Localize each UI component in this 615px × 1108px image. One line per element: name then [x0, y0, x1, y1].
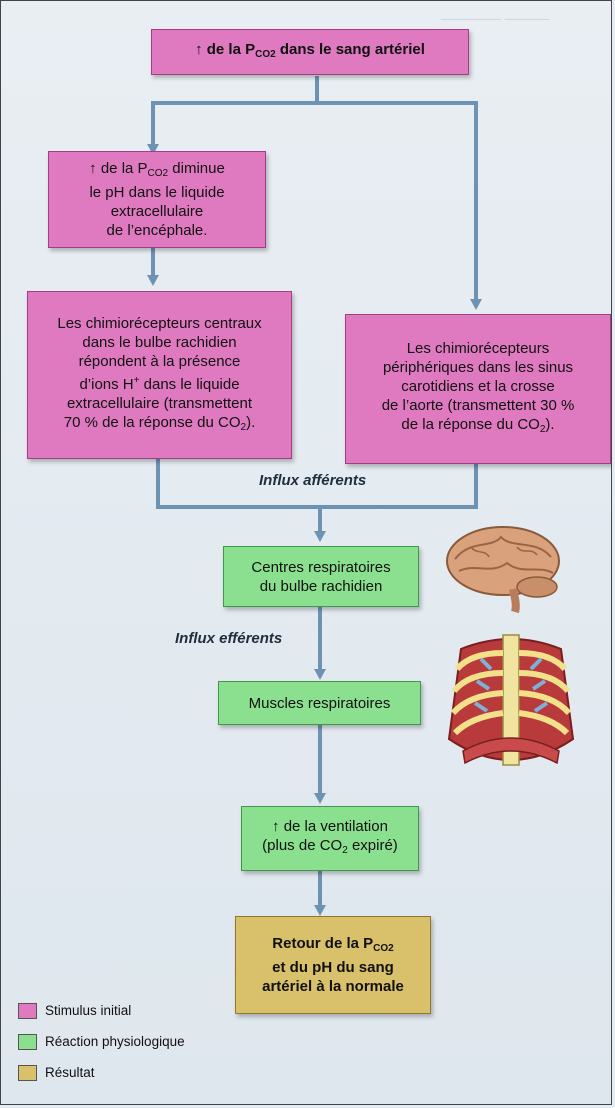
connector-line [318, 871, 322, 907]
connector-line [315, 76, 319, 104]
connector-line [151, 247, 155, 277]
legend-swatch-result [18, 1065, 37, 1081]
legend-label-reaction: Réaction physiologique [45, 1034, 185, 1049]
ph-decrease-box: ↑ de la PCO2 diminue le pH dans le liqui… [48, 151, 266, 248]
arrow-head [147, 144, 159, 155]
arrow-head [470, 299, 482, 310]
arrow-head [147, 275, 159, 286]
connector-line [318, 607, 322, 671]
stimulus-text: ↑ de la PCO2 dans le sang artériel [195, 41, 425, 60]
afferent-label: Influx afférents [259, 472, 367, 489]
ribcage-illustration [447, 634, 575, 766]
connector-line [474, 101, 478, 301]
connector-line [151, 101, 155, 146]
connector-line [474, 463, 478, 507]
arrow-head [314, 793, 326, 804]
legend-swatch-reaction [18, 1034, 37, 1050]
increase-arrow-icon: ↑ [195, 41, 203, 58]
result-box: Retour de la PCO2 et du pH du sang artér… [235, 916, 431, 1014]
legend-label-result: Résultat [45, 1065, 95, 1080]
arrow-head [314, 531, 326, 542]
central-chemoreceptors-box: Les chimiorécepteurs centraux dans le bu… [27, 291, 292, 459]
legend-swatch-stimulus [18, 1003, 37, 1019]
brain-illustration [446, 526, 560, 614]
respiratory-muscles-box: Muscles respiratoires [218, 681, 421, 725]
legend-label-stimulus: Stimulus initial [45, 1003, 132, 1018]
connector-line [151, 101, 476, 105]
connector-line [156, 505, 478, 509]
connector-line [318, 505, 322, 533]
respiratory-centers-box: Centres respiratoires du bulbe rachidien [223, 546, 419, 607]
increase-arrow-icon: ↑ [89, 160, 97, 177]
arrow-head [314, 669, 326, 680]
increase-arrow-icon: ↑ [272, 818, 280, 835]
stimulus-box: ↑ de la PCO2 dans le sang artériel [151, 29, 469, 75]
efferent-label: Influx efférents [175, 630, 283, 647]
background-page-text: ———— ——— [441, 11, 550, 27]
connector-line [156, 459, 160, 507]
connector-line [318, 705, 322, 795]
ventilation-box: ↑ de la ventilation (plus de CO2 expiré) [241, 806, 419, 871]
peripheral-chemoreceptors-box: Les chimiorécepteurs périphériques dans … [345, 314, 611, 464]
arrow-head [314, 905, 326, 916]
